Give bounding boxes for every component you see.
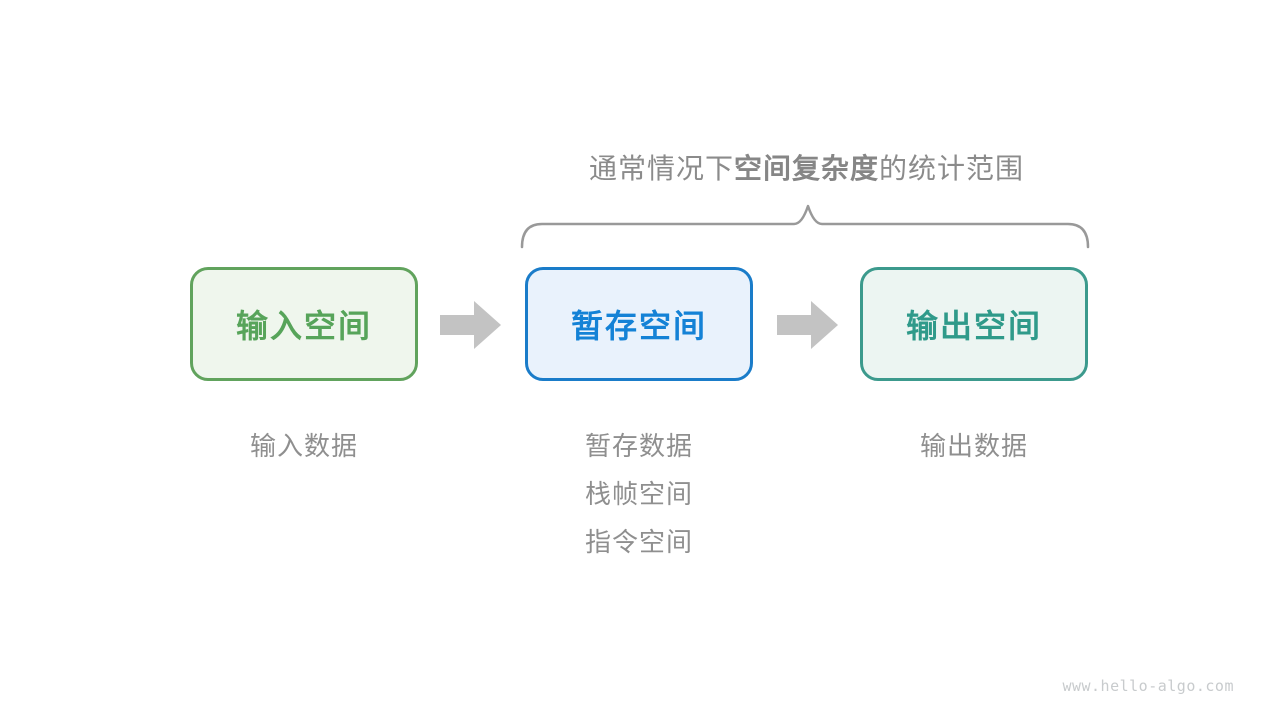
caption-line: 栈帧空间 bbox=[584, 479, 693, 509]
caption-line: 输出数据 bbox=[919, 431, 1028, 461]
caption-line: 指令空间 bbox=[584, 527, 693, 557]
output-space-label: 输出空间 bbox=[905, 308, 1042, 344]
input-space-label: 输入空间 bbox=[235, 308, 372, 344]
temp-space-label: 暂存空间 bbox=[570, 308, 707, 344]
title-suffix: 的统计范围 bbox=[879, 153, 1025, 184]
diagram-title: 通常情况下空间复杂度的统计范围 bbox=[0, 147, 1280, 187]
caption-line: 输入数据 bbox=[249, 431, 358, 461]
title-emphasis: 空间复杂度 bbox=[733, 153, 879, 184]
caption-line: 暂存数据 bbox=[584, 431, 693, 461]
watermark: www.hello-algo.com bbox=[1062, 677, 1234, 695]
title-prefix: 通常情况下 bbox=[588, 153, 734, 184]
input-space-caption: 输入数据 bbox=[194, 422, 414, 470]
arrow-right-icon bbox=[440, 301, 501, 349]
output-space-box: 输出空间 bbox=[860, 267, 1088, 381]
temp-space-box: 暂存空间 bbox=[525, 267, 753, 381]
input-space-box: 输入空间 bbox=[190, 267, 418, 381]
temp-space-caption: 暂存数据 栈帧空间 指令空间 bbox=[529, 422, 749, 566]
brace-icon bbox=[520, 204, 1090, 249]
arrow-right-icon bbox=[777, 301, 838, 349]
output-space-caption: 输出数据 bbox=[864, 422, 1084, 470]
